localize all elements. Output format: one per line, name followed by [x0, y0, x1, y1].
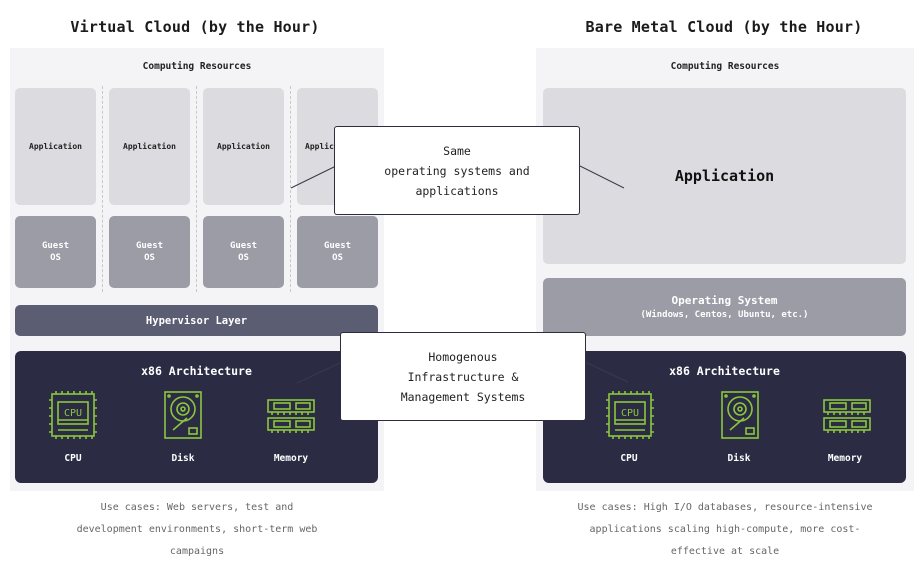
virtual-application-3: Application [203, 88, 284, 205]
bare-metal-computing-resources-label: Computing Resources [670, 61, 780, 72]
disk-icon [164, 391, 202, 439]
connector-bottom-right [584, 361, 629, 383]
bare-metal-memory-label: Memory [827, 453, 863, 464]
guest-os-1: Guest OS [15, 216, 96, 288]
connector-bottom-left [296, 361, 343, 384]
cpu-icon: CPU [606, 391, 654, 439]
virtual-disk-label: Disk [171, 453, 195, 464]
bare-metal-disk-label: Disk [727, 453, 751, 464]
callout-same-os-apps: Same operating systems and applications [334, 126, 580, 215]
connector-top-right [579, 165, 625, 189]
cpu-icon: CPU [49, 391, 97, 439]
virtual-use-cases-caption: Use cases: Web servers, test and develop… [76, 502, 318, 557]
virtual-cloud-title: Virtual Cloud (by the Hour) [70, 18, 320, 36]
bare-metal-application: Application [543, 88, 906, 264]
connector-top-left [290, 165, 337, 189]
bare-metal-use-cases-caption: Use cases: High I/O databases, resource-… [577, 502, 873, 557]
memory-icon [267, 399, 315, 433]
bare-metal-cpu-label: CPU [620, 453, 638, 464]
virtual-cpu-label: CPU [64, 453, 82, 464]
virtual-computing-resources-label: Computing Resources [142, 61, 252, 72]
virtual-memory-label: Memory [273, 453, 309, 464]
bare-metal-x86-architecture [543, 351, 906, 483]
bare-metal-title: Bare Metal Cloud (by the Hour) [585, 18, 863, 36]
vm-separator-2 [196, 86, 197, 292]
hypervisor-layer: Hypervisor Layer [15, 305, 378, 336]
vm-separator-1 [102, 86, 103, 292]
guest-os-2: Guest OS [109, 216, 190, 288]
guest-os-3: Guest OS [203, 216, 284, 288]
vm-separator-3 [290, 86, 291, 292]
bare-metal-operating-system: Operating System (Windows, Centos, Ubunt… [543, 278, 906, 336]
os-subtitle: (Windows, Centos, Ubuntu, etc.) [640, 310, 809, 320]
callout-homogenous-infrastructure: Homogenous Infrastructure & Management S… [340, 332, 586, 421]
os-title: Operating System [671, 294, 778, 307]
bare-metal-arch-title: x86 Architecture [669, 364, 780, 378]
virtual-application-2: Application [109, 88, 190, 205]
svg-text:CPU: CPU [64, 408, 82, 419]
disk-icon [721, 391, 759, 439]
svg-text:CPU: CPU [621, 408, 639, 419]
virtual-arch-title: x86 Architecture [141, 364, 252, 378]
guest-os-4: Guest OS [297, 216, 378, 288]
virtual-application-1: Application [15, 88, 96, 205]
memory-icon [823, 399, 871, 433]
